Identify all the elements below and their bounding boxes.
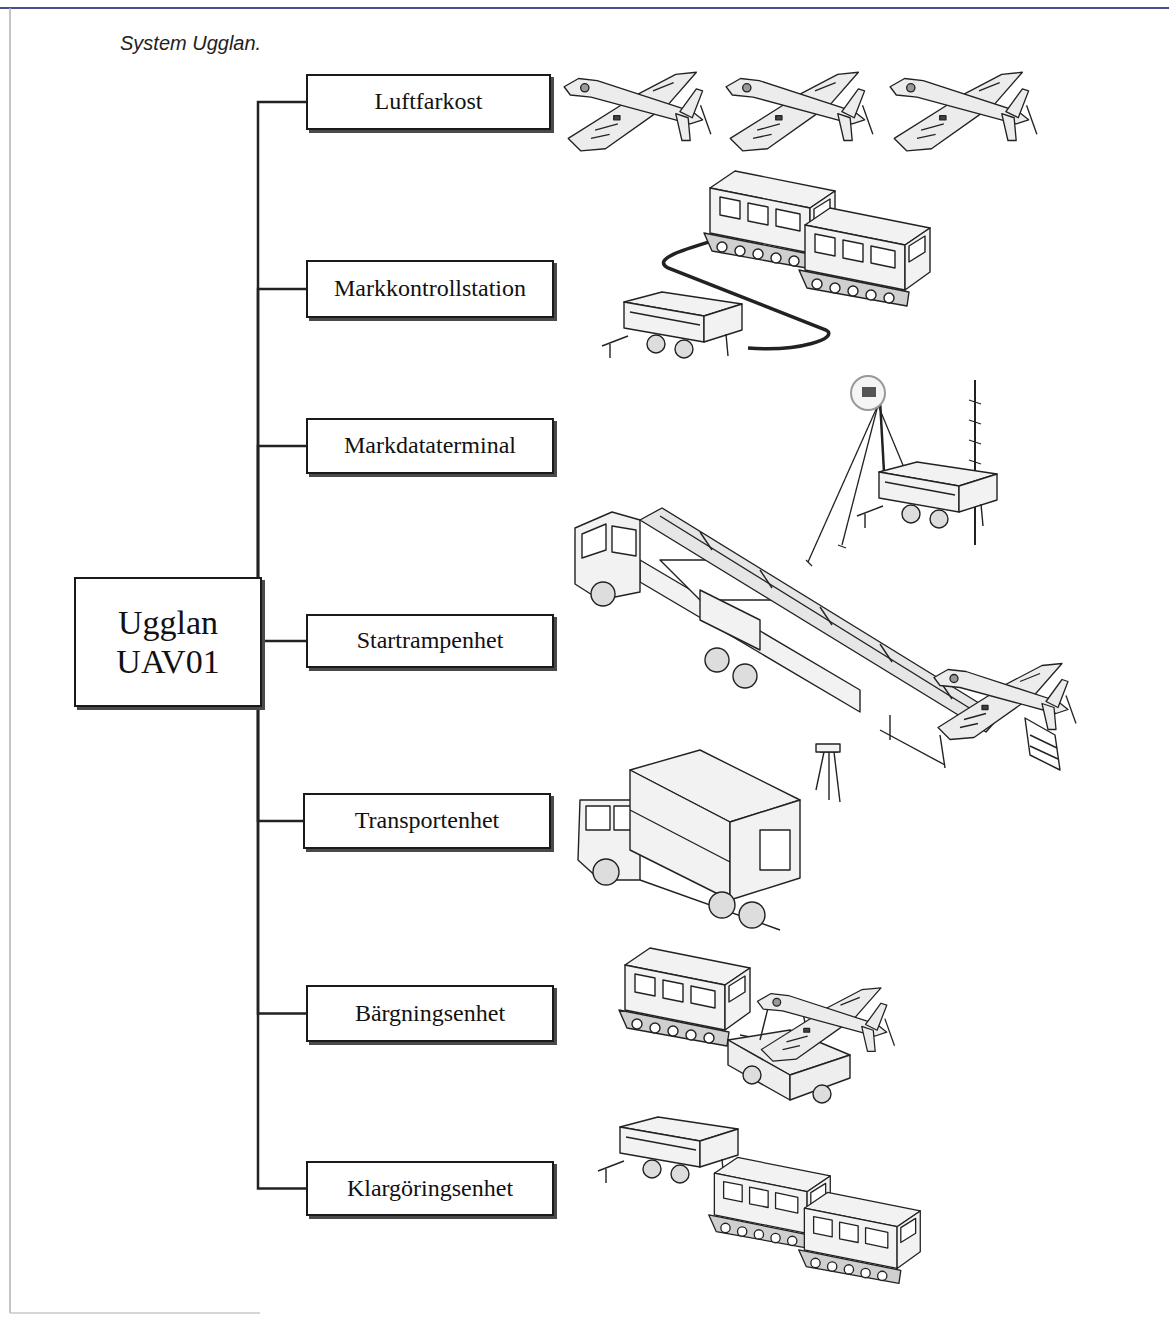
node-label: Startrampenhet — [357, 627, 504, 655]
node-label: Markdataterminal — [344, 432, 516, 460]
unit-box: Markkontrollstation — [306, 260, 554, 318]
unit-box: Startrampenhet — [306, 614, 554, 668]
unit-box: Transportenhet — [303, 793, 551, 849]
node-label: Klargöringsenhet — [347, 1175, 513, 1203]
tree-connector — [258, 642, 306, 1189]
diagram-title: System Ugglan. — [120, 32, 261, 55]
node-label: Markkontrollstation — [334, 275, 526, 303]
unit-box: Bärgningsenhet — [306, 985, 554, 1042]
node-label: Transportenhet — [355, 807, 499, 835]
tree-connector — [258, 289, 306, 642]
tree-connector — [258, 446, 306, 642]
tree-connector — [258, 641, 306, 642]
tree-connector — [258, 102, 306, 642]
unit-box: Luftfarkost — [306, 74, 551, 130]
node-label: Ugglan UAV01 — [76, 603, 260, 681]
tree-connector — [258, 642, 306, 1014]
system-box: Ugglan UAV01 — [74, 577, 262, 707]
unit-box: Klargöringsenhet — [306, 1161, 554, 1216]
node-label: Luftfarkost — [375, 88, 483, 116]
unit-box: Markdataterminal — [306, 418, 554, 474]
node-label: Bärgningsenhet — [355, 1000, 505, 1028]
tree-connector — [258, 642, 303, 821]
